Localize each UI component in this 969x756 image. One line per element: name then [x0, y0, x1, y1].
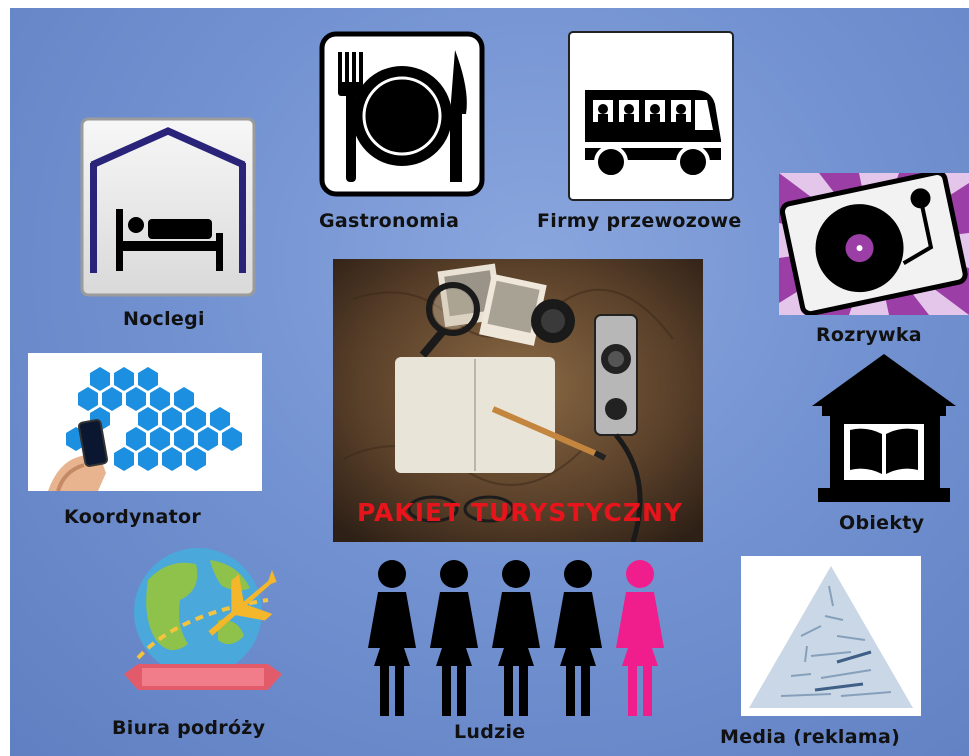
- label-ludzie: Ludzie: [454, 721, 526, 743]
- left-border: [0, 0, 10, 756]
- people-icon: [360, 556, 680, 716]
- museum-icon: [808, 350, 960, 506]
- label-obiekty: Obiekty: [839, 512, 925, 534]
- dining-plate-icon: [318, 30, 486, 198]
- travel-photo: [333, 259, 703, 542]
- word-cloud-icon: [741, 556, 921, 716]
- label-noclegi: Noclegi: [123, 308, 205, 330]
- label-gastronomia: Gastronomia: [319, 210, 460, 232]
- globe-plane-icon: [118, 540, 288, 710]
- turntable-icon: [779, 173, 969, 315]
- label-koordynator: Koordynator: [64, 506, 202, 528]
- package-title: PAKIET TURYSTYCZNY: [357, 498, 683, 527]
- hotel-bed-icon: [80, 117, 256, 297]
- label-rozrywka: Rozrywka: [816, 324, 922, 346]
- label-firmy-przewozowe: Firmy przewozowe: [537, 210, 742, 232]
- label-biura-podrozy: Biura podróży: [112, 717, 266, 739]
- top-border: [0, 0, 969, 8]
- label-media-reklama: Media (reklama): [720, 726, 901, 748]
- coordinator-hex-icon: [28, 353, 262, 491]
- bus-icon: [567, 30, 735, 202]
